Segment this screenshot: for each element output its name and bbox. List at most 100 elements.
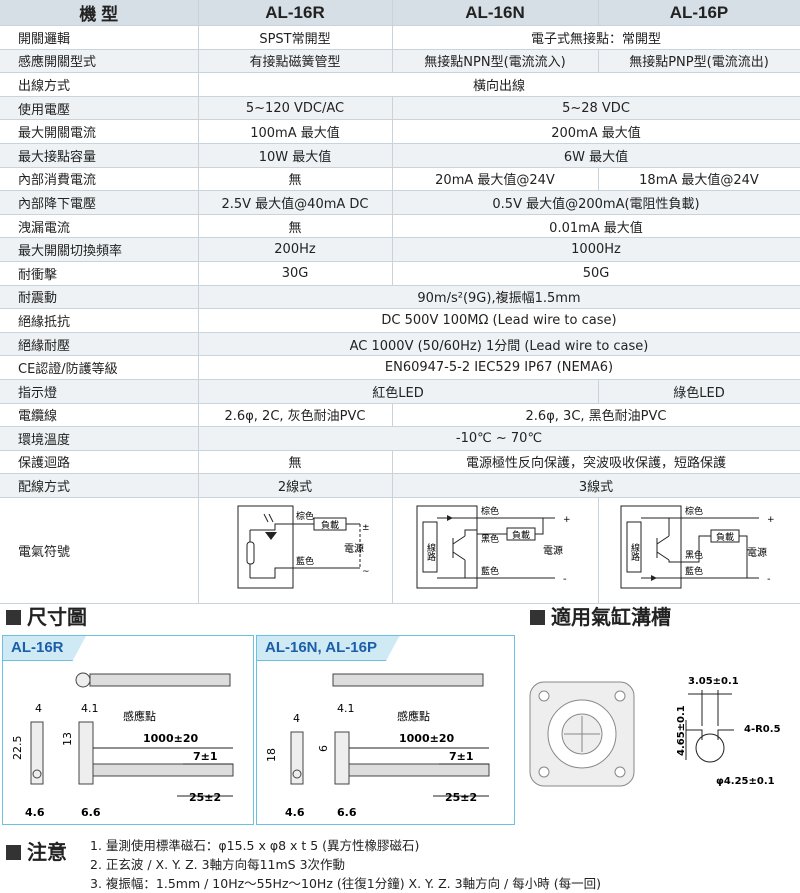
row-value: 有接點磁簧管型	[198, 49, 393, 74]
note-item: 2. 正玄波 / X. Y. Z. 3軸方向每11mS 3次作動	[90, 857, 346, 872]
spec-row: 環境溫度-10℃ ~ 70℃	[0, 426, 800, 451]
dimension-panel-al16r: AL-16R 4 4.1 感應點 22.5 13 1000±20 7±1 4.6…	[2, 635, 254, 825]
dim-1000: 1000±20	[399, 732, 454, 745]
tab-al16np: AL-16N, AL-16P	[256, 635, 400, 661]
circuit-label: 線路	[425, 542, 436, 562]
circuit-label: 線路	[629, 542, 640, 562]
black-label: 黑色	[481, 533, 499, 545]
blue-label: 藍色	[481, 565, 499, 577]
load-label: 負載	[321, 519, 339, 531]
square-bullet-icon	[6, 610, 21, 625]
row-label: 內部降下電壓	[0, 190, 199, 215]
brown-label: 棕色	[481, 505, 499, 517]
drawing-al16np: 4 4.1 感應點 18 6 1000±20 7±1 4.6 6.6 25±2	[265, 673, 490, 819]
circuit-al16r: 負載 棕色 藍色 電源 ± ~	[237, 505, 370, 589]
row-label: 配線方式	[0, 473, 199, 498]
circuit-al16n: 線路 棕色 黑色 藍色 負載 電源 + -	[416, 505, 571, 589]
dim-4-1: 4.1	[337, 702, 355, 715]
row-value: 2.5V 最大值@40mA DC	[198, 190, 393, 215]
row-label: CE認證/防護等級	[0, 355, 199, 380]
row-value: 無	[198, 167, 393, 192]
dim-22-5: 22.5	[11, 736, 24, 761]
square-bullet-icon	[530, 610, 545, 625]
plus-label: +	[767, 515, 775, 525]
row-value: 200mA 最大值	[392, 119, 800, 144]
spec-row: 感應開關型式有接點磁簧管型無接點NPN型(電流流入)無接點PNP型(電流流出)	[0, 49, 800, 74]
row-value: 無	[198, 450, 393, 475]
minus-label: -	[767, 574, 771, 585]
slot-width: 3.05±0.1	[688, 676, 739, 687]
row-value: 綠色LED	[598, 379, 800, 404]
row-value: 30G	[198, 261, 393, 286]
notes-list: 1. 量測使用標準磁石：φ15.5 x φ8 x t 5 (異方性橡膠磁石) 2…	[90, 836, 601, 893]
row-label: 最大開關電流	[0, 119, 199, 144]
row-label: 開關邏輯	[0, 25, 199, 50]
row-label: 出線方式	[0, 72, 199, 97]
row-label: 保護迴路	[0, 450, 199, 475]
row-value: 5~28 VDC	[392, 96, 800, 121]
symbol-al16r: 負載 棕色 藍色 電源 ± ~	[198, 497, 393, 604]
header-model: 機 型	[0, 0, 199, 26]
dim-4-1: 4.1	[81, 702, 99, 715]
row-value: 無接點NPN型(電流流入)	[392, 49, 599, 74]
row-value: 0.5V 最大值@200mA(電阻性負載)	[392, 190, 800, 215]
row-value: 2.6φ, 2C, 灰色耐油PVC	[198, 403, 393, 428]
row-value: 90m/s²(9G),複振幅1.5mm	[198, 285, 800, 310]
power-label: 電源	[543, 544, 563, 557]
power-label: 電源	[344, 542, 364, 555]
dim-6-6: 6.6	[81, 806, 101, 819]
sense-point-label: 感應點	[397, 709, 430, 723]
row-label: 耐震動	[0, 285, 199, 310]
dim-4-6: 4.6	[285, 806, 305, 819]
row-value: EN60947-5-2 IEC529 IP67 (NEMA6)	[198, 355, 800, 380]
row-value: 2線式	[198, 473, 393, 498]
row-label: 絕緣耐壓	[0, 332, 199, 357]
dim-18: 18	[265, 748, 278, 762]
row-value: 10W 最大值	[198, 143, 393, 168]
row-value: AC 1000V (50/60Hz) 1分間 (Lead wire to cas…	[198, 332, 800, 357]
plus-label: +	[563, 515, 571, 525]
header-al16r: AL-16R	[198, 0, 393, 26]
minus-label: -	[563, 574, 567, 585]
sense-point-label: 感應點	[123, 709, 156, 723]
symbol-al16n: 線路 棕色 黑色 藍色 負載 電源 + -	[392, 497, 599, 604]
dim-4: 4	[35, 702, 42, 715]
row-value: 5~120 VDC/AC	[198, 96, 393, 121]
brown-label: 棕色	[296, 510, 314, 522]
slot-height: 4.65±0.1	[676, 705, 687, 756]
symbol-al16p: 線路 棕色 黑色 藍色 負載 電源 + -	[598, 497, 800, 604]
note-item: 3. 複振幅：1.5mm / 10Hz～55Hz～10Hz (往復1分鐘) X.…	[90, 876, 601, 891]
row-label: 洩漏電流	[0, 214, 199, 239]
row-value: 1000Hz	[392, 237, 800, 262]
drawing-al16r: 4 4.1 感應點 22.5 13 1000±20 7±1 4.6 6.6 25…	[11, 672, 234, 819]
row-label: 使用電壓	[0, 96, 199, 121]
slot-diameter: φ4.25±0.1	[716, 776, 775, 787]
note-item: 1. 量測使用標準磁石：φ15.5 x φ8 x t 5 (異方性橡膠磁石)	[90, 838, 420, 853]
brown-label: 棕色	[685, 505, 703, 517]
dim-13: 13	[61, 732, 74, 746]
row-value: 6W 最大值	[392, 143, 800, 168]
row-label: 耐衝擊	[0, 261, 199, 286]
row-value: 2.6φ, 3C, 黑色耐油PVC	[392, 403, 800, 428]
dim-4: 4	[293, 712, 300, 725]
slot-drawing: 3.05±0.1 4.65±0.1 4-R0.5 φ4.25±0.1	[529, 676, 781, 787]
circuit-al16p: 線路 棕色 黑色 藍色 負載 電源 + -	[620, 505, 775, 589]
row-label: 電纜線	[0, 403, 199, 428]
row-value: 3線式	[392, 473, 800, 498]
row-value: 18mA 最大值@24V	[598, 167, 800, 192]
row-value: 20mA 最大值@24V	[392, 167, 599, 192]
row-value: 橫向出線	[198, 72, 800, 97]
